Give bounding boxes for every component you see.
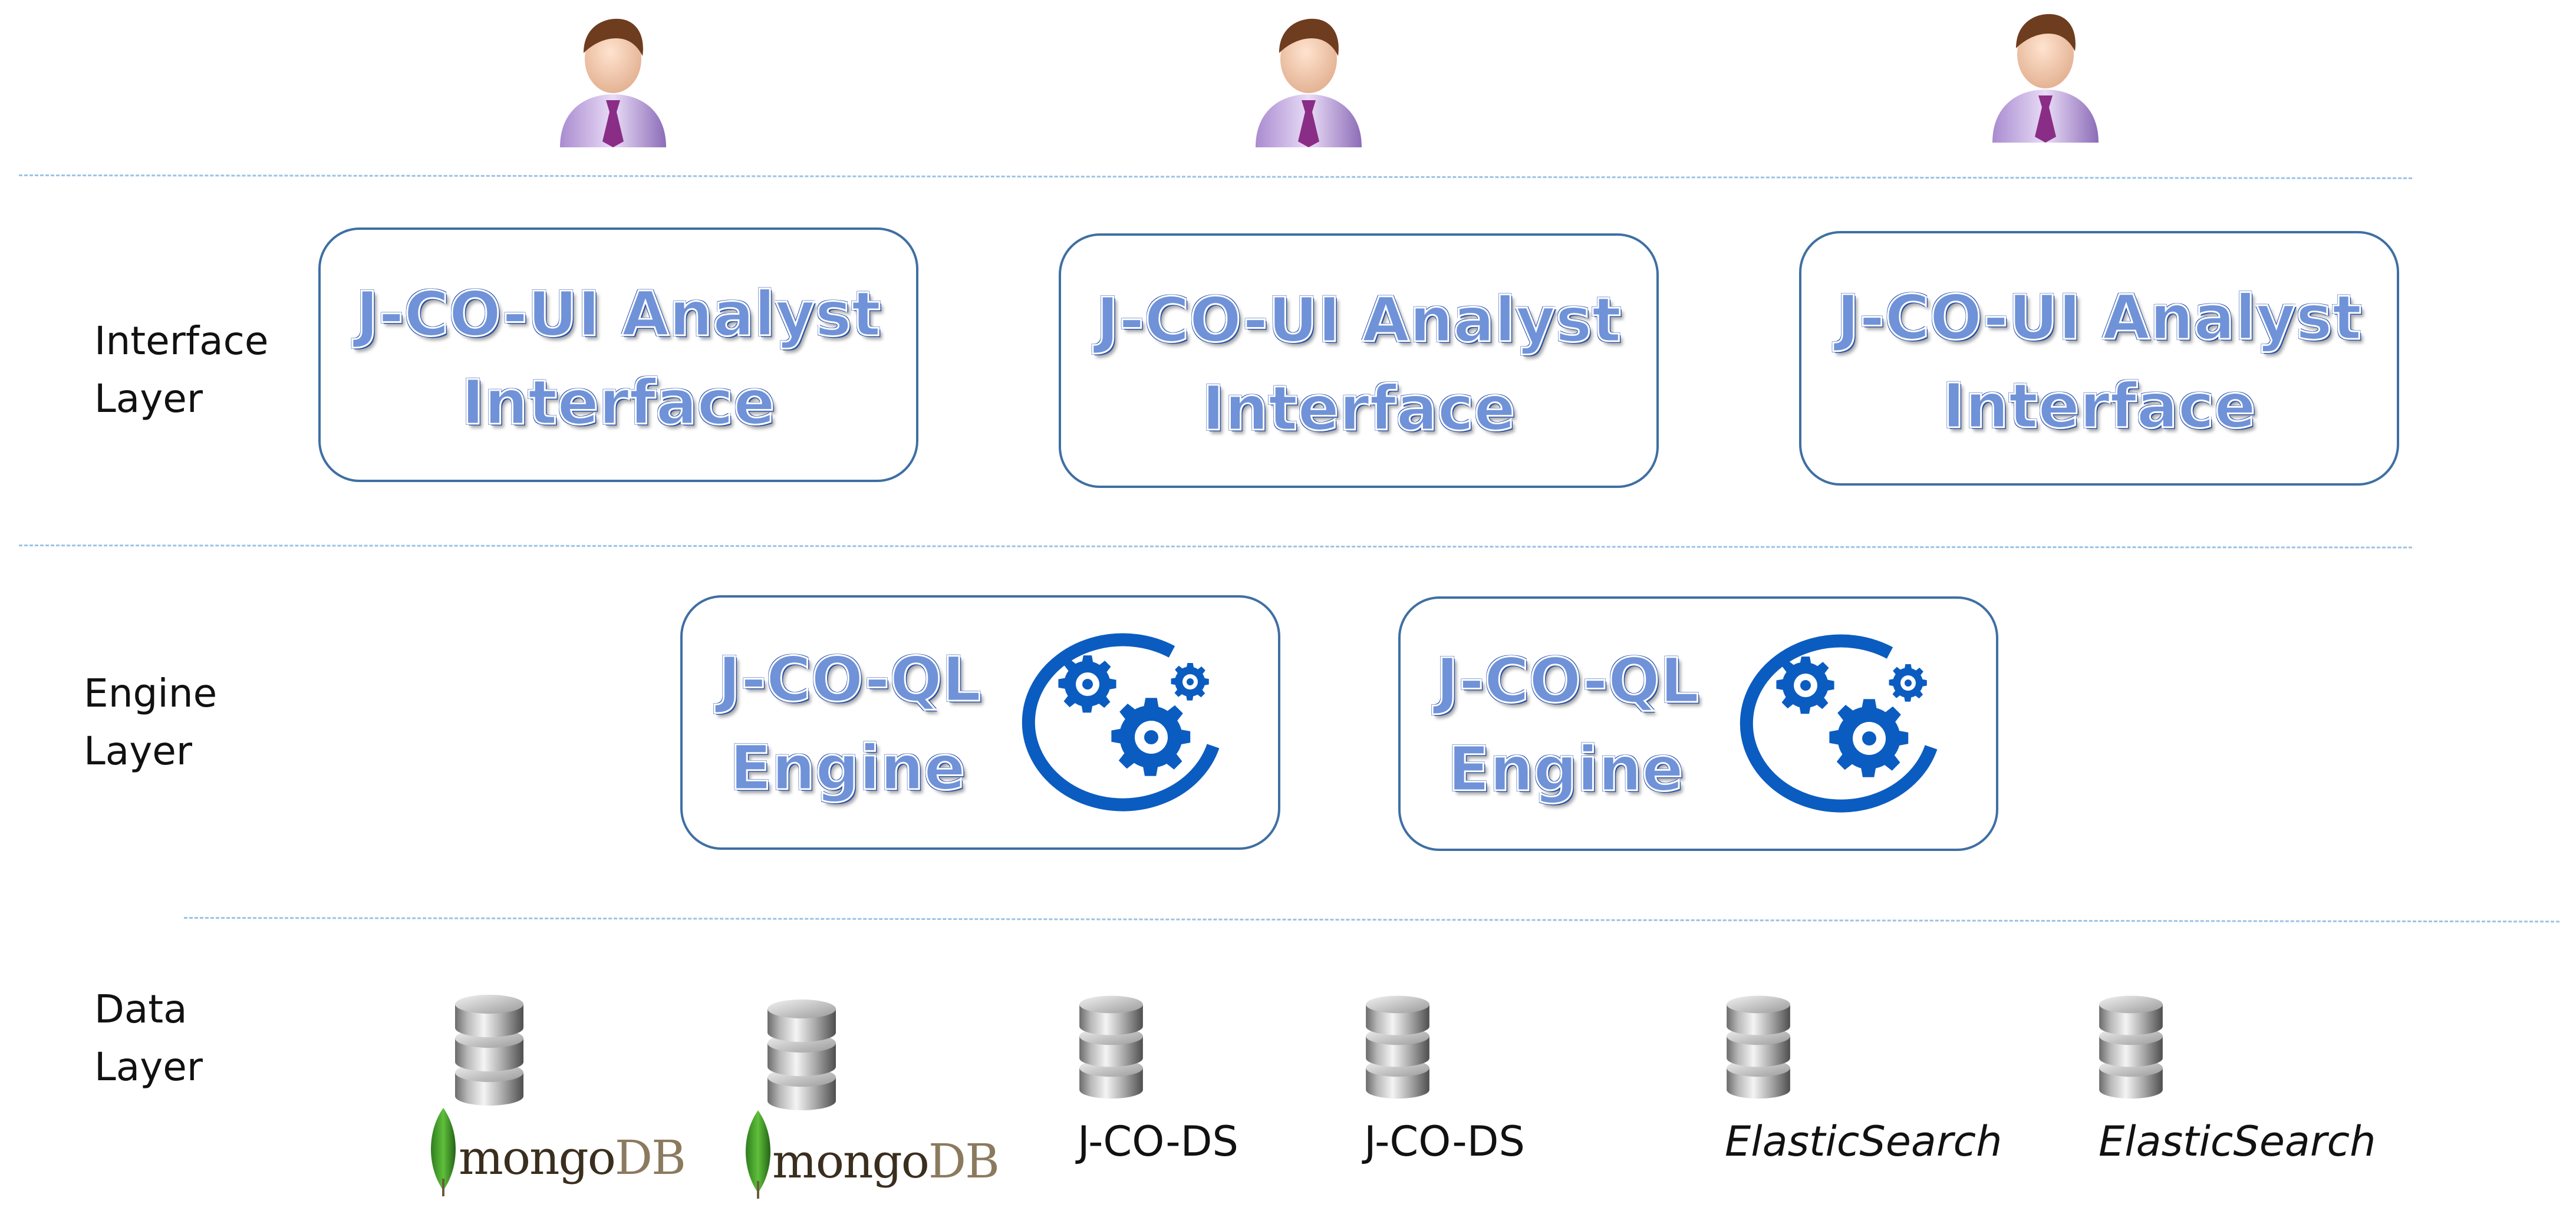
- mongodb-database-icon: [448, 984, 531, 1114]
- layer-label-data: Data Layer: [94, 987, 203, 1090]
- mongodb-label: mongoDB: [772, 1134, 1000, 1189]
- user-icon: [560, 18, 666, 147]
- box-title: J-CO-UI Analyst Interface: [355, 278, 882, 440]
- layer-label-engine: Engine Layer: [84, 671, 218, 774]
- layer-divider: [18, 174, 2412, 179]
- analyst-interface-box: J-CO-UI Analyst Interface: [318, 227, 918, 482]
- user-icon: [1992, 14, 2099, 143]
- mongodb-label: mongoDB: [459, 1130, 686, 1185]
- gears-icon: [1022, 633, 1220, 811]
- gears-icon: [1740, 634, 1938, 813]
- analyst-interface-box: J-CO-UI Analyst Interface: [1799, 231, 2399, 486]
- query-engine-box: J-CO-QL Engine: [680, 595, 1280, 850]
- jco-ds-label: J-CO-DS: [1078, 1117, 1238, 1166]
- database-icon: [2093, 984, 2169, 1108]
- user-icon: [1256, 18, 1362, 147]
- elasticsearch-label: ElasticSearch: [1725, 1117, 2002, 1166]
- query-engine-box: J-CO-QL Engine: [1398, 596, 1998, 851]
- layer-divider: [18, 545, 2412, 549]
- analyst-interface-box: J-CO-UI Analyst Interface: [1059, 233, 1659, 488]
- jco-ds-label: J-CO-DS: [1364, 1117, 1525, 1166]
- database-icon: [1720, 984, 1797, 1108]
- layer-divider: [183, 917, 2559, 923]
- box-title: J-CO-QL Engine: [1435, 644, 1700, 806]
- mongodb-database-icon: [760, 989, 843, 1119]
- mongodb-leaf-icon: [746, 1110, 770, 1199]
- database-icon: [1359, 984, 1436, 1108]
- mongodb-leaf-icon: [431, 1108, 456, 1196]
- layer-label-interface: Interface Layer: [94, 318, 269, 421]
- box-title: J-CO-UI Analyst Interface: [1836, 281, 2363, 443]
- database-icon: [1073, 984, 1149, 1108]
- box-title: J-CO-UI Analyst Interface: [1095, 283, 1622, 446]
- elasticsearch-label: ElasticSearch: [2099, 1117, 2376, 1166]
- box-title: J-CO-QL Engine: [717, 643, 982, 805]
